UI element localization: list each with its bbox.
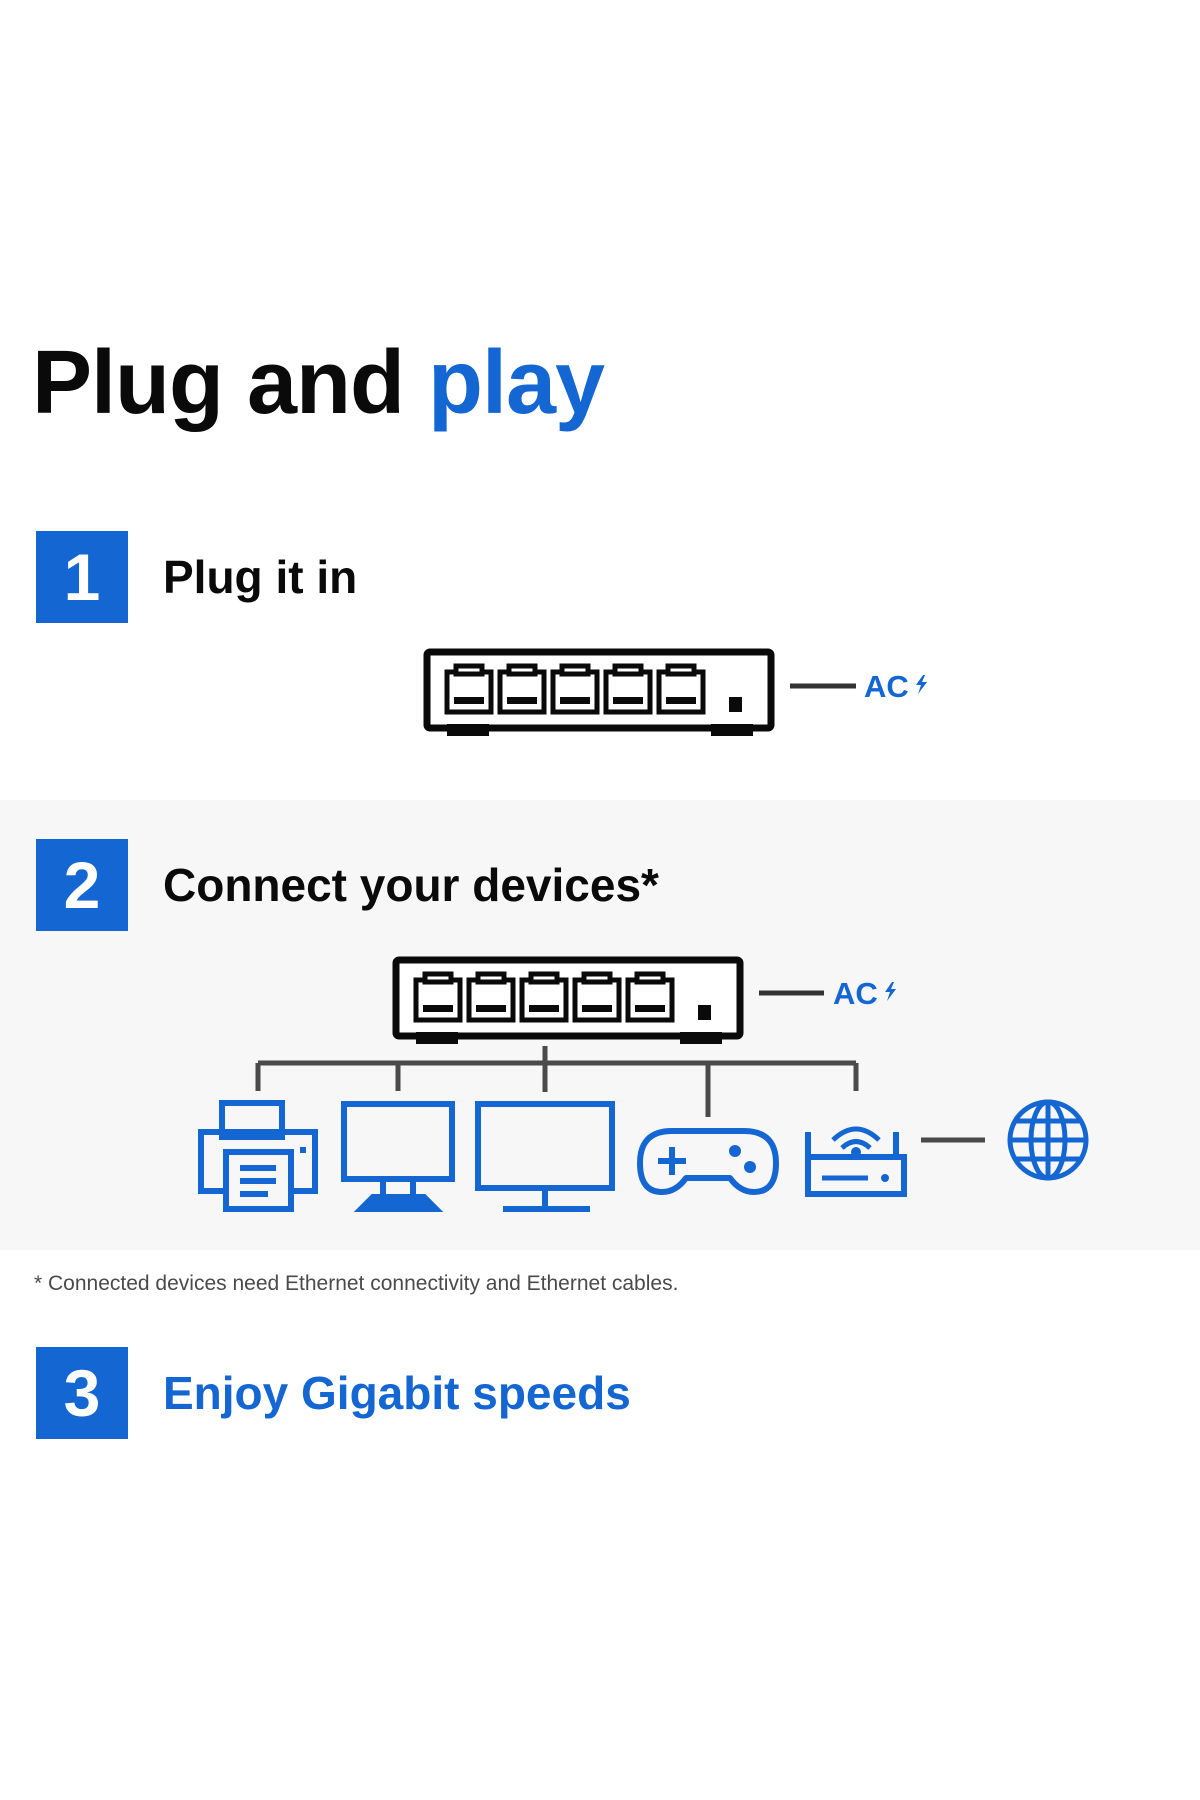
- step-2-title: Connect your devices*: [163, 859, 659, 911]
- step-2-badge: 2: [36, 839, 128, 931]
- step-1-badge: 1: [36, 531, 128, 623]
- ac-label: AC: [833, 976, 878, 1011]
- power-bolt-icon: [885, 982, 896, 1001]
- headline-text: Plug and: [32, 333, 405, 433]
- switch-icon: [427, 652, 771, 736]
- gamepad-icon: [637, 1128, 779, 1195]
- connection-lines: [255, 1046, 985, 1143]
- step-3-title: Enjoy Gigabit speeds: [163, 1367, 631, 1419]
- step-3-badge: 3: [36, 1347, 128, 1439]
- globe-icon: [1007, 1099, 1089, 1181]
- power-bolt-icon: [916, 675, 927, 694]
- switch-icon: [396, 960, 740, 1044]
- monitor-icon: [341, 1101, 455, 1212]
- router-icon: [805, 1126, 907, 1197]
- footnote: * Connected devices need Ethernet connec…: [34, 1272, 679, 1295]
- headline: Plug and play: [32, 338, 605, 428]
- step-1-title: Plug it in: [163, 551, 358, 603]
- ac-label: AC: [864, 669, 909, 704]
- printer-icon: [198, 1100, 318, 1212]
- monitor-icon: [475, 1101, 615, 1212]
- headline-accent: play: [428, 333, 605, 433]
